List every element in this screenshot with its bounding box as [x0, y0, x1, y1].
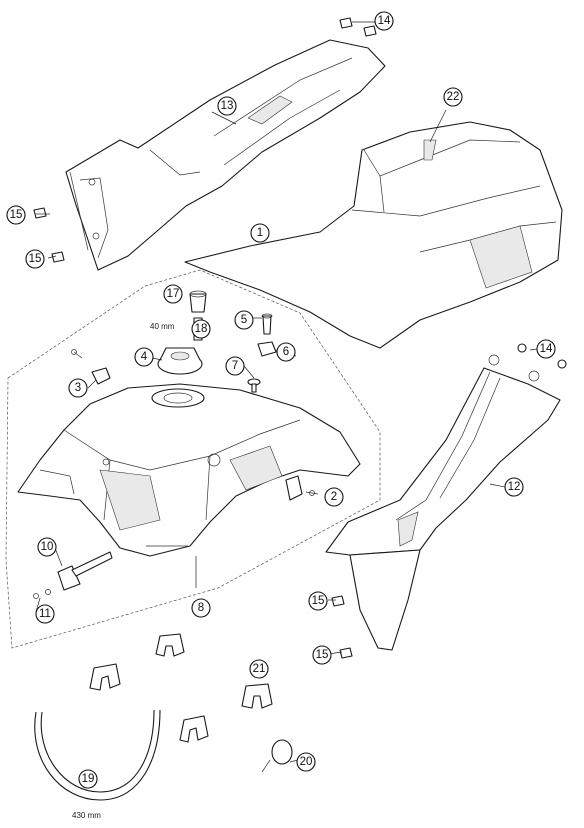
screw-set-right: [517, 343, 567, 369]
callout-15-upper: 15: [6, 205, 26, 225]
callout-6: 6: [276, 342, 296, 362]
callout-14-right: 14: [536, 339, 556, 359]
svg-text:15: 15: [10, 209, 23, 221]
callout-15-lower: 15: [25, 249, 45, 269]
callout-12: 12: [504, 477, 524, 497]
right-tank-spoiler: [325, 354, 561, 651]
bracket-left: [71, 349, 111, 385]
svg-text:15: 15: [316, 649, 329, 661]
fuel-hose-length-label: 430 mm: [72, 811, 101, 820]
fuel-tap: [33, 551, 113, 599]
callout-13: 13: [217, 96, 237, 116]
callout-1: 1: [250, 223, 270, 243]
svg-text:15: 15: [312, 595, 325, 607]
svg-text:5: 5: [241, 314, 247, 326]
callout-5: 5: [234, 310, 254, 330]
callout-7: 7: [225, 356, 245, 376]
spoiler-bolts: [33, 207, 353, 659]
fuel-tank-cap: [157, 347, 203, 375]
svg-text:2: 2: [331, 491, 337, 503]
svg-text:7: 7: [232, 360, 238, 372]
svg-text:18: 18: [195, 323, 208, 335]
screw-set-top: [339, 17, 380, 37]
sleeve: [261, 313, 273, 335]
callout-19: 19: [78, 769, 98, 789]
svg-text:15: 15: [29, 253, 42, 265]
svg-text:3: 3: [75, 382, 81, 394]
svg-text:13: 13: [221, 100, 234, 112]
svg-text:10: 10: [41, 541, 54, 553]
hose-clamp: [261, 739, 293, 773]
callout-11: 11: [35, 604, 55, 624]
svg-text:17: 17: [167, 288, 180, 300]
callout-17: 17: [163, 284, 183, 304]
fuel-tank: [17, 383, 361, 557]
callout-14-top: 14: [374, 11, 394, 31]
callout-15-right-upper: 15: [308, 591, 328, 611]
svg-text:11: 11: [39, 608, 51, 620]
svg-text:22: 22: [447, 91, 460, 103]
svg-text:12: 12: [508, 481, 521, 493]
callout-21: 21: [249, 659, 269, 679]
svg-text:20: 20: [300, 756, 313, 768]
tank-bolt: [247, 378, 261, 393]
svg-text:19: 19: [82, 773, 95, 785]
tank-assembly-group-outline: [5, 269, 381, 649]
hose-clips: [89, 633, 273, 743]
svg-text:8: 8: [198, 602, 204, 614]
bracket-right: [285, 475, 319, 501]
svg-text:14: 14: [540, 343, 553, 355]
rubber-bushing: [257, 341, 277, 357]
callout-15-right-lower: 15: [312, 645, 332, 665]
callout-4: 4: [134, 347, 154, 367]
callout-8: 8: [191, 598, 211, 618]
svg-text:6: 6: [283, 346, 289, 358]
callout-18: 18: [191, 319, 211, 339]
callout-3: 3: [68, 378, 88, 398]
callout-20: 20: [296, 752, 316, 772]
svg-text:4: 4: [141, 351, 148, 363]
callout-10: 10: [37, 537, 57, 557]
seat: [184, 109, 563, 349]
callout-22: 22: [443, 87, 463, 107]
svg-text:1: 1: [257, 227, 263, 239]
breather-valve: [189, 290, 207, 313]
svg-text:14: 14: [378, 15, 391, 27]
fuel-hose: [34, 709, 161, 801]
callout-2: 2: [324, 487, 344, 507]
breather-hose-length-label: 40 mm: [150, 322, 175, 331]
svg-text:21: 21: [253, 663, 266, 675]
left-tank-spoiler: [65, 39, 386, 271]
